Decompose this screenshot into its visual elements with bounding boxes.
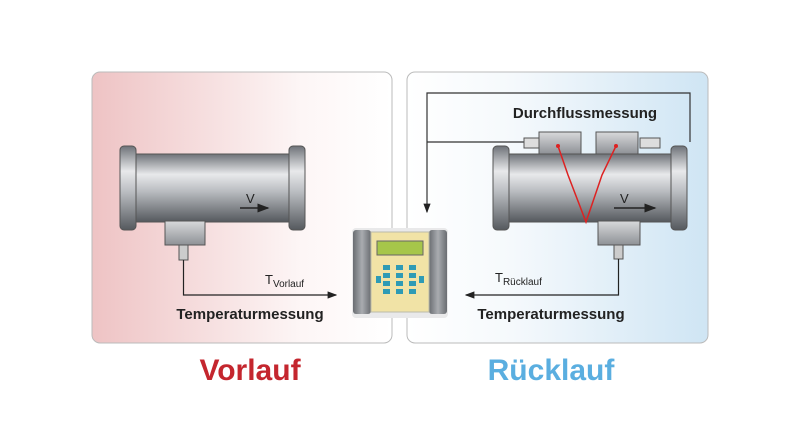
velocity-label-left: V [246, 191, 255, 206]
temperature-measurement-right: Temperaturmessung [477, 306, 624, 323]
temperature-measurement-left: Temperaturmessung [176, 306, 323, 323]
right-pipe: V [464, 131, 688, 299]
device-display [376, 240, 424, 256]
ultrasonic-signal-path [557, 145, 617, 225]
temperature-sensor-left [164, 220, 206, 246]
flow-measurement-label: Durchflussmessung [513, 105, 657, 122]
temperature-sensor-right [597, 220, 641, 246]
left-pipe: V [119, 145, 338, 299]
velocity-label-right: V [620, 191, 629, 206]
t-vorlauf-label: TVorlauf [265, 272, 304, 290]
t-ruecklauf-label: TRücklauf [495, 270, 542, 288]
ruecklauf-title: Rücklauf [488, 354, 616, 387]
flow-transducer-2 [595, 131, 639, 155]
vorlauf-title: Vorlauf [199, 354, 301, 387]
flow-meter-device [352, 228, 448, 318]
